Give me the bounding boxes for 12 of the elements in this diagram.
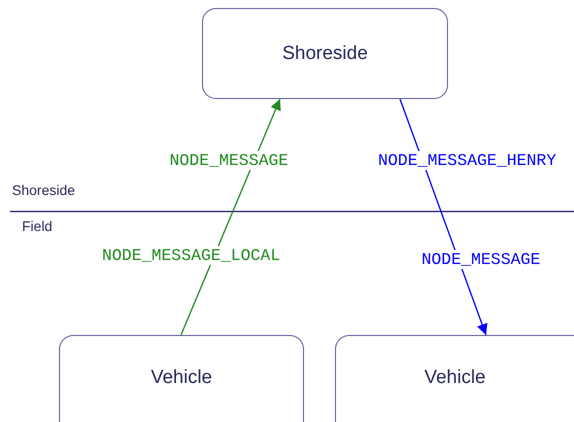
node-label: Vehicle xyxy=(424,367,486,389)
rounded-box xyxy=(59,335,304,422)
message-label: NODE_MESSAGE xyxy=(168,150,290,170)
rounded-box xyxy=(335,335,574,422)
message-label: NODE_MESSAGE xyxy=(420,250,542,268)
node-label: Shoreside xyxy=(282,42,368,64)
region-label: Field xyxy=(21,218,54,234)
edge-label: NODE_MESSAGE_LOCAL xyxy=(100,246,282,264)
edge-label: NODE_MESSAGE_HENRY xyxy=(376,150,558,170)
region-label: Shoreside xyxy=(11,182,76,198)
node-label: Vehicle xyxy=(150,367,212,389)
rounded-box xyxy=(202,8,448,99)
